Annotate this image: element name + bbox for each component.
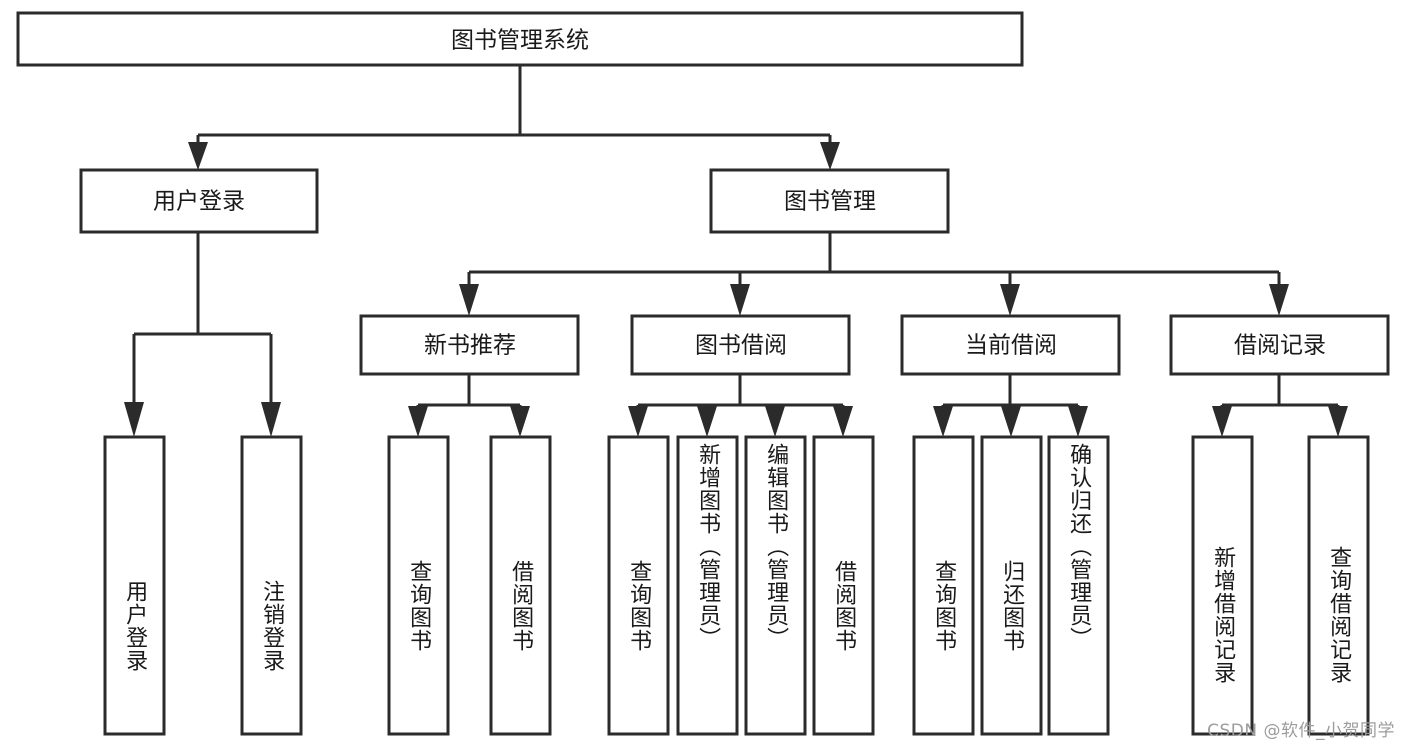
node-book-borrow[interactable]: 图书借阅 [630,314,851,376]
arrow-bb-leaf-1 [628,406,648,437]
node-book-manage-box[interactable] [709,168,950,234]
node-borrow-record[interactable]: 借阅记录 [1169,314,1390,376]
node-book-borrow-label: 图书借阅 [695,333,787,359]
node-book-borrow-box[interactable] [630,314,851,376]
leaf-box-query-book-3[interactable] [912,435,975,736]
arrow-bb-leaf-2 [697,406,717,437]
node-new-book-recommend-box[interactable] [359,314,580,376]
arrow-nbr-leaf-1 [408,406,428,437]
node-book-manage[interactable]: 图书管理 [709,168,950,234]
node-current-borrow[interactable]: 当前借阅 [900,314,1121,376]
arrow-bb-leaf-4 [833,406,853,437]
node-new-book-recommend[interactable]: 新书推荐 [359,314,580,376]
arrow-cb-leaf-2 [1001,406,1021,437]
edges-layer [124,65,1348,437]
node-root[interactable]: 图书管理系统 [16,11,1024,67]
leaf-box-user-login[interactable] [103,435,166,736]
leaf-boxes-layer [103,435,1370,736]
arrow-root-to-user-login [188,142,208,170]
node-user-login-label: 用户登录 [153,189,245,215]
node-current-borrow-label: 当前借阅 [965,333,1057,359]
node-new-book-recommend-label: 新书推荐 [424,333,516,359]
arrow-bb-leaf-3 [765,406,785,437]
arrow-br-leaf-1 [1212,406,1232,437]
node-borrow-record-box[interactable] [1169,314,1390,376]
leaf-box-return-book[interactable] [980,435,1043,736]
leaf-box-confirm-return-admin[interactable] [1047,435,1110,736]
leaf-box-borrow-book-2[interactable] [812,435,875,736]
leaf-box-logout-login[interactable] [240,435,303,736]
arrow-bm-current-borrow [1000,284,1020,316]
leaf-box-borrow-book-1[interactable] [489,435,552,736]
leaf-box-query-book-1[interactable] [387,435,450,736]
leaf-box-query-borrow-record[interactable] [1307,435,1370,736]
arrow-br-leaf-2 [1328,406,1348,437]
arrow-user-login-leaf-1 [124,402,144,437]
leaf-box-add-book-admin[interactable] [676,435,739,736]
leaf-box-add-borrow-record[interactable] [1191,435,1254,736]
csdn-watermark: CSDN @软件_小贺同学 [1207,721,1395,741]
node-user-login-box[interactable] [79,168,319,234]
arrow-bm-book-borrow [730,284,750,316]
node-user-login[interactable]: 用户登录 [79,168,319,234]
arrow-cb-leaf-1 [933,406,953,437]
arrow-user-login-leaf-2 [261,402,281,437]
leaf-box-edit-book-admin[interactable] [744,435,807,736]
arrow-cb-leaf-3 [1068,406,1088,437]
arrow-root-to-book-manage [820,142,840,170]
node-root-box[interactable] [16,11,1024,67]
node-book-manage-label: 图书管理 [784,189,876,215]
arrow-nbr-leaf-2 [510,406,530,437]
node-borrow-record-label: 借阅记录 [1234,333,1326,359]
leaf-box-query-book-2[interactable] [607,435,670,736]
node-root-label: 图书管理系统 [451,28,589,54]
arrow-bm-new-book-recommend [459,284,479,316]
arrow-bm-borrow-record [1269,284,1289,316]
node-current-borrow-box[interactable] [900,314,1121,376]
